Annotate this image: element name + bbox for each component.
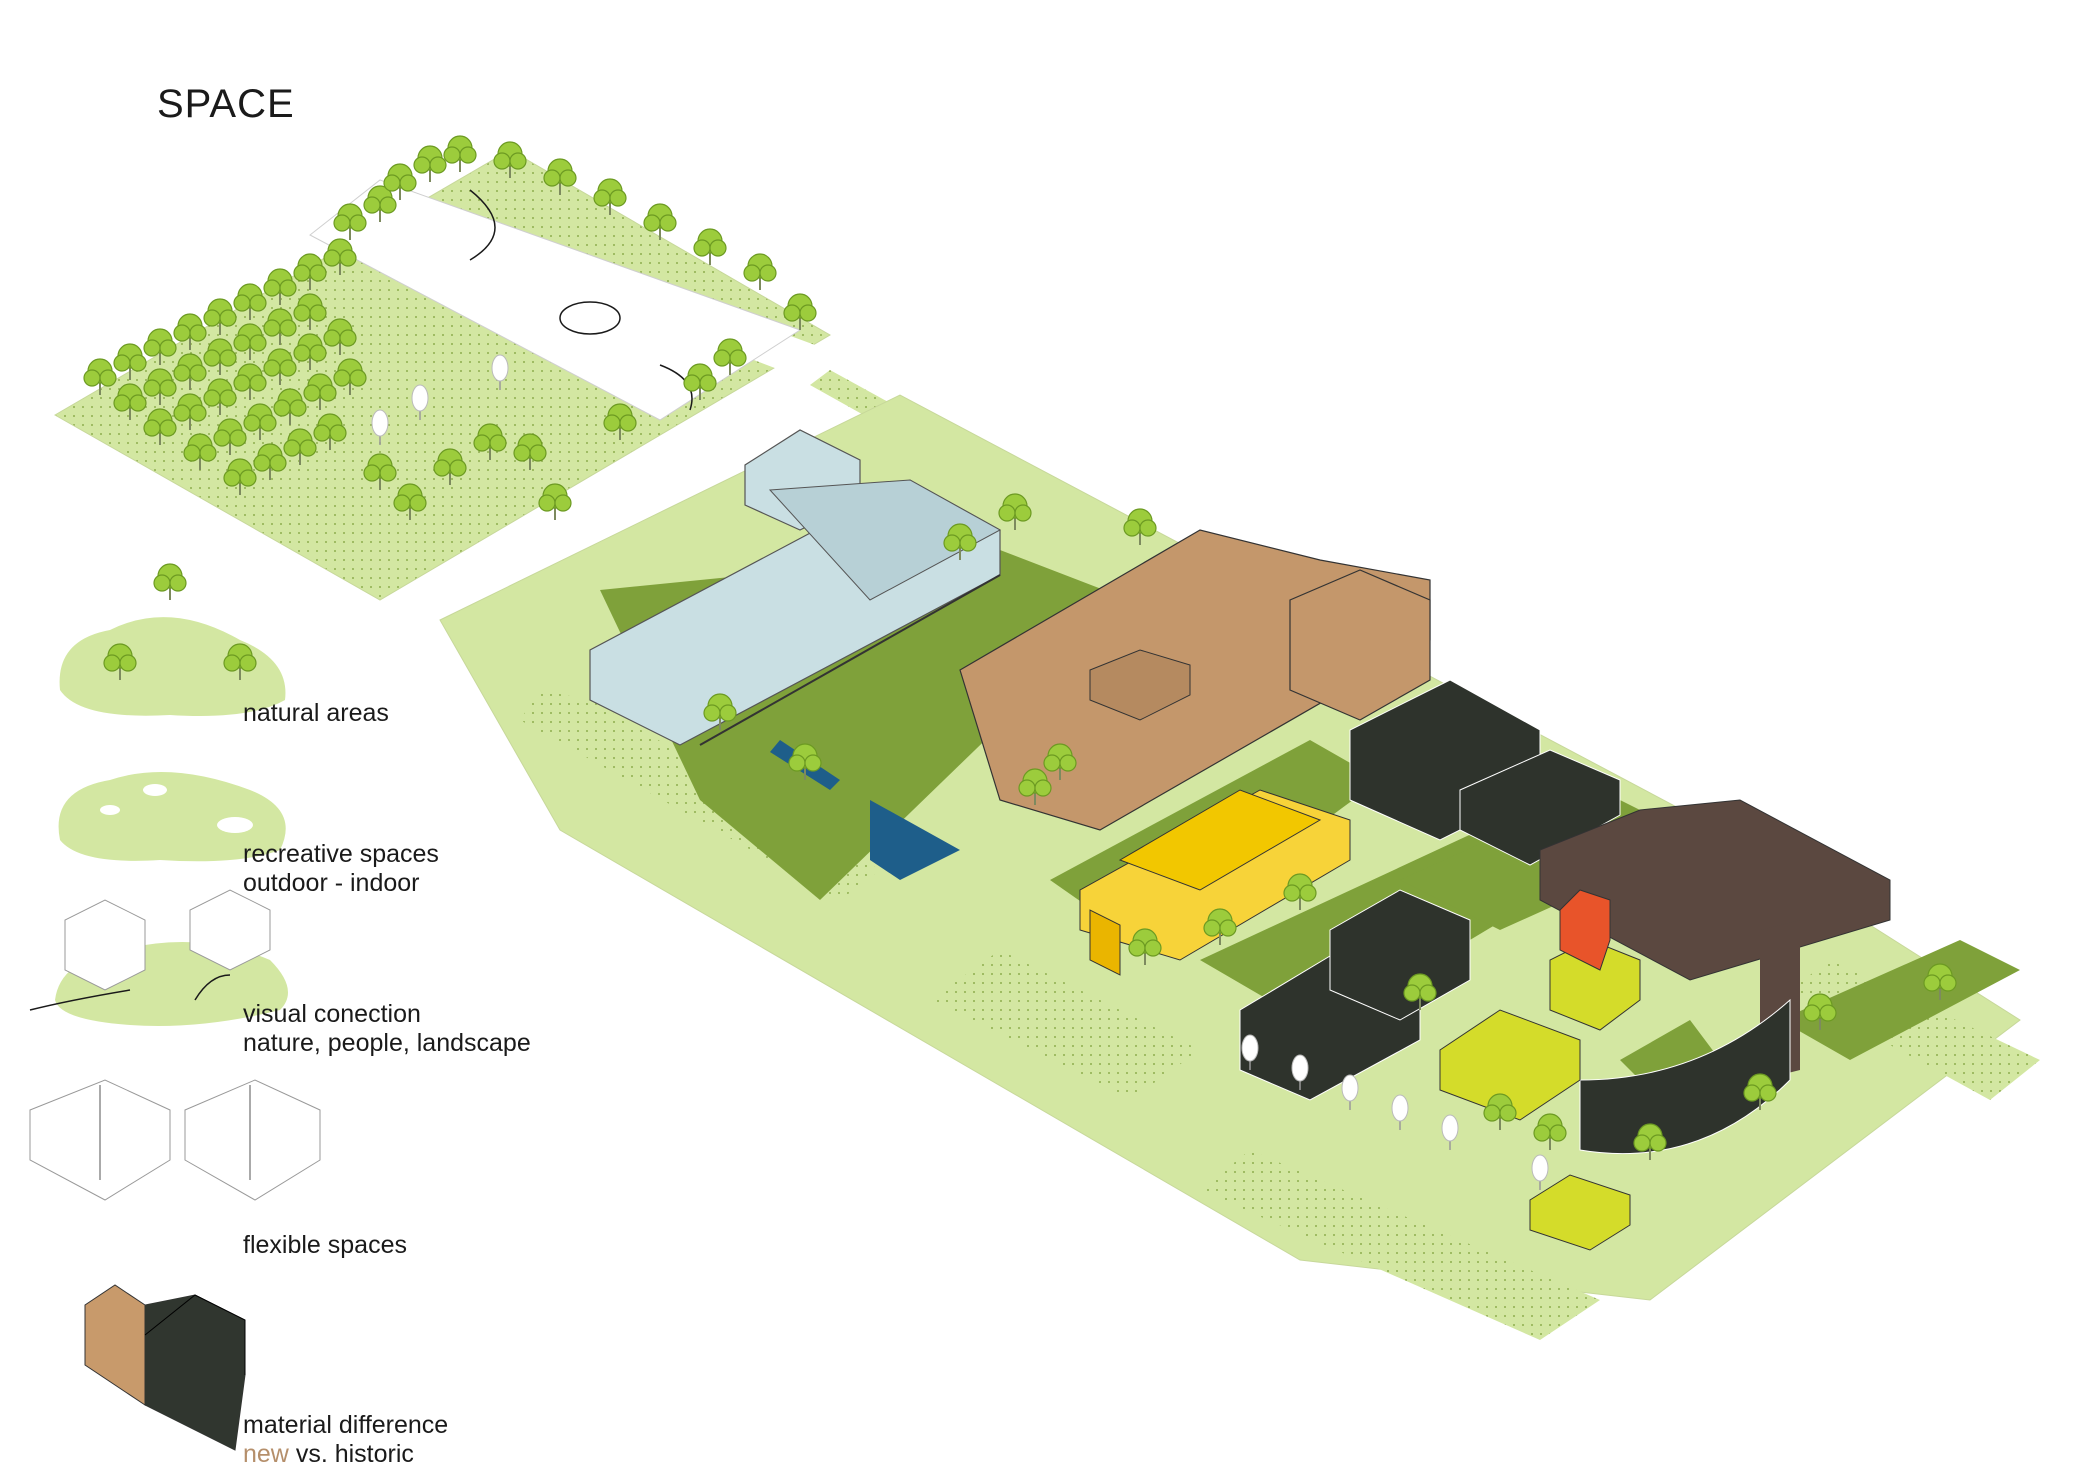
visual-connection-icon (29, 889, 288, 1026)
curved-black-building (1579, 998, 1791, 1155)
historic-brown-building (959, 529, 1431, 831)
legend-new-vs-historic: new vs. historic (243, 1440, 414, 1468)
legend-natural-areas: natural areas (243, 699, 389, 727)
legend-flexible-spaces: flexible spaces (243, 1231, 407, 1259)
material-difference-icon (84, 1284, 246, 1451)
flexible-spaces-icon (29, 1079, 321, 1201)
page-title: SPACE (157, 82, 295, 126)
legend-material-difference: material difference new vs. historic (243, 1411, 449, 1468)
legend-recreative-spaces: recreative spaces outdoor - indoor (243, 840, 439, 897)
glass-building (589, 429, 1002, 746)
recreative-spaces-icon (58, 772, 286, 862)
orange-building (1559, 889, 1611, 971)
yellow-building (1079, 789, 1351, 976)
lime-pavilions (1439, 939, 1641, 1251)
natural-areas-icon (59, 563, 286, 716)
legend-visual-connection: visual conection nature, people, landsca… (243, 1000, 531, 1057)
park-area (53, 149, 1085, 601)
